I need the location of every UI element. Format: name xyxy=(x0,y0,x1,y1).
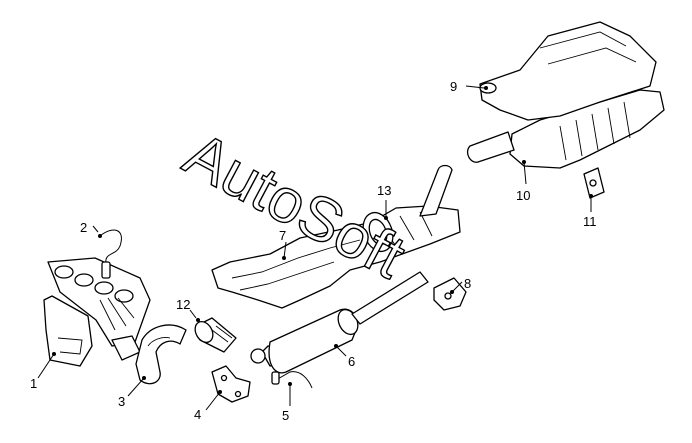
callout-label: 13 xyxy=(377,183,391,198)
callout-label: 2 xyxy=(80,220,87,235)
callout-label: 11 xyxy=(583,214,597,229)
callout-1: 1 xyxy=(30,352,56,391)
callout-label: 7 xyxy=(279,228,286,243)
callout-label: 1 xyxy=(30,376,37,391)
callout-4: 4 xyxy=(194,390,222,422)
callout-label: 8 xyxy=(464,276,471,291)
callout-3: 3 xyxy=(118,376,146,409)
callout-10: 10 xyxy=(516,160,530,203)
underbody-heat-shield xyxy=(211,205,461,309)
lambda-sensor-lower xyxy=(271,371,313,389)
flex-connector xyxy=(194,317,237,353)
callout-7: 7 xyxy=(279,228,287,260)
callout-11: 11 xyxy=(583,194,597,229)
callout-label: 12 xyxy=(176,297,190,312)
callout-label: 3 xyxy=(118,394,125,409)
callout-label: 9 xyxy=(450,79,457,94)
callout-9: 9 xyxy=(450,79,488,94)
callout-2: 2 xyxy=(80,220,102,238)
lambda-sensor-upper xyxy=(99,229,122,279)
rear-heat-shield xyxy=(479,21,657,121)
catalytic-converter xyxy=(250,271,429,374)
manifold-heat-shield xyxy=(43,295,93,367)
callout-label: 5 xyxy=(282,408,289,423)
front-pipe xyxy=(135,324,187,385)
callout-5: 5 xyxy=(282,382,292,423)
callout-12: 12 xyxy=(176,297,200,322)
callout-label: 4 xyxy=(194,407,201,422)
exhaust-manifold xyxy=(47,257,151,361)
intermediate-pipe xyxy=(419,164,453,217)
pipe-clamp xyxy=(362,211,394,253)
callout-label: 10 xyxy=(516,188,530,203)
callout-8: 8 xyxy=(450,276,471,294)
callout-13: 13 xyxy=(377,183,391,220)
callout-6: 6 xyxy=(334,344,355,369)
callout-label: 6 xyxy=(348,354,355,369)
mounting-bracket xyxy=(211,365,251,403)
rubber-hanger xyxy=(583,167,605,199)
